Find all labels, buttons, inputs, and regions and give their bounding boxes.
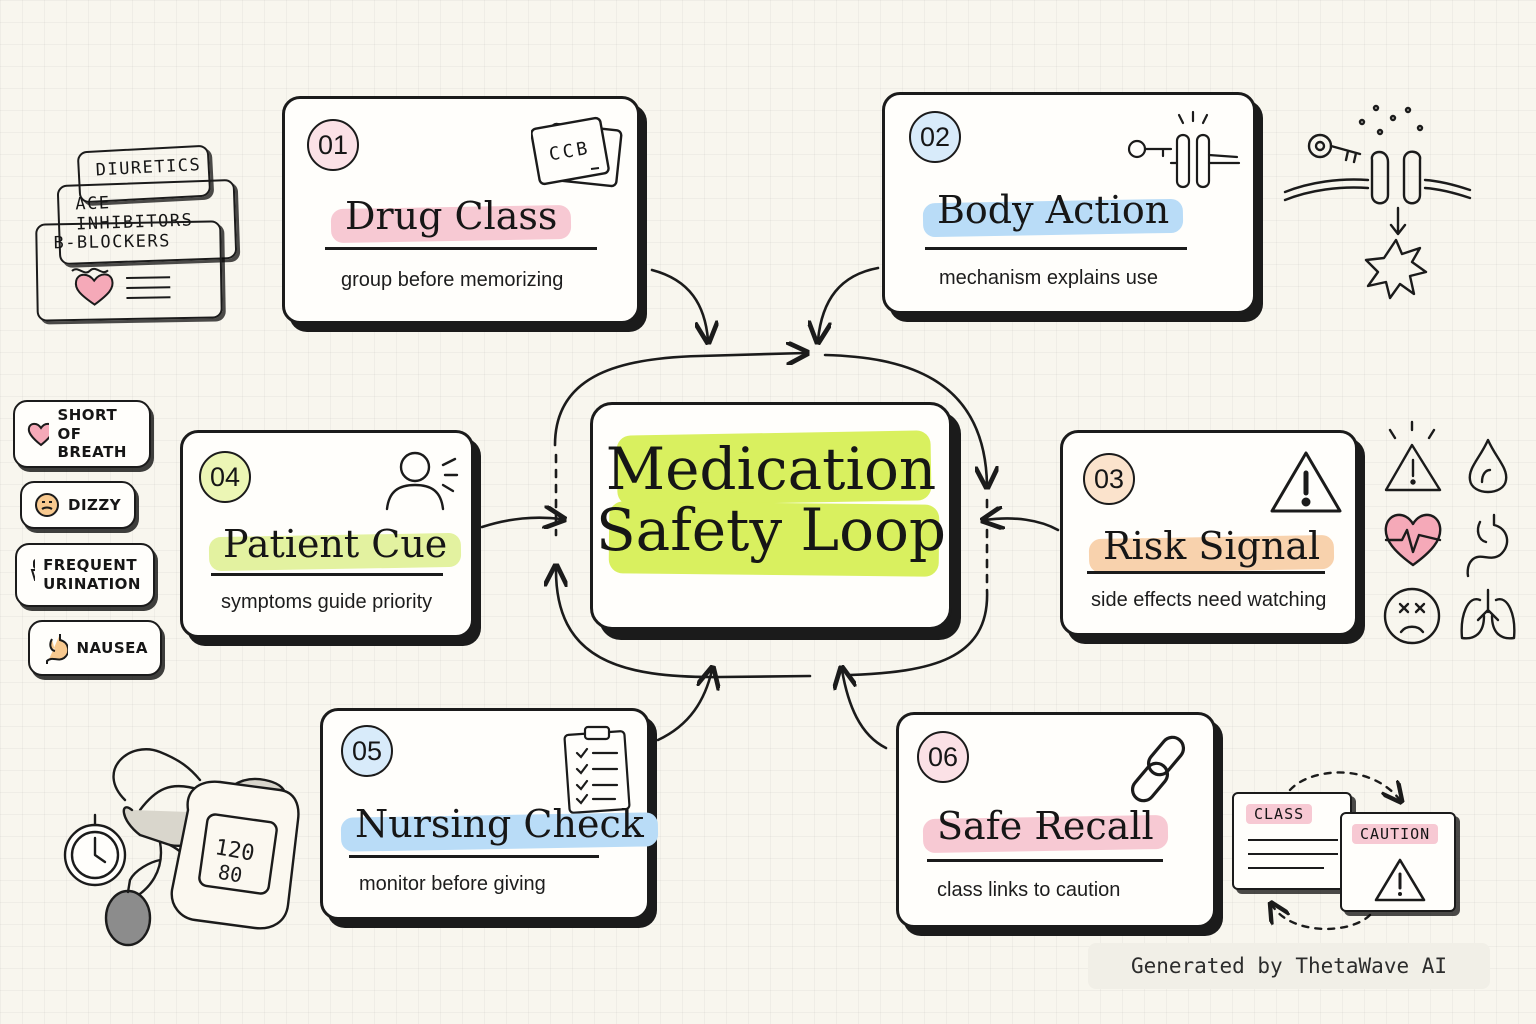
lungs-icon [1460,588,1516,640]
card-patient-cue[interactable]: 04 Patient Cue symptoms guide priority [180,430,474,638]
card-safe-recall[interactable]: 06 Safe Recall class links to caution [896,712,1216,928]
symptom-bubble-dizzy: Dizzy [20,481,136,529]
class-label: CLASS [1246,804,1313,824]
patient-icon [383,445,463,520]
card-subtitle: group before memorizing [341,269,564,291]
card-title: Nursing Check [340,805,659,852]
warning-small-icon [1384,420,1442,492]
drug-tab-label: β-Blockers [53,231,172,254]
recall-loop-arrow-top [1288,771,1400,800]
card-divider [325,247,597,250]
card-title: Body Action [922,191,1184,238]
arrow-risk-signal [985,518,1060,530]
key-icon [1307,133,1362,164]
step-number-02: 02 [909,111,961,163]
symptom-bubble-short-of-breath: Shortof breath [13,400,151,468]
symptom-label: Frequenturination [43,556,141,593]
toilet-icon [30,559,36,581]
symptom-label: Shortof breath [57,405,127,462]
recall-caution-card: CAUTION [1340,812,1456,912]
flashcards-icon: CCB [530,115,627,204]
loop-arrow-top-left [553,353,805,447]
warning-icon [1269,449,1343,520]
sick-face-icon [1383,587,1441,645]
symptom-bubble-frequent-urination: Frequenturination [15,543,155,607]
receptor-icon [1283,104,1472,236]
card-body-action[interactable]: 02 Body Action mechanism explains use [882,92,1256,314]
symptom-label: Nausea [76,638,148,657]
card-divider [925,247,1187,250]
step-number-01: 01 [307,119,359,171]
card-divider [1087,571,1325,574]
footer-credit: Generated by ThetaWave AI [1088,943,1490,989]
center-title-line1: Medication [605,435,937,503]
card-subtitle: mechanism explains use [939,267,1158,289]
arrow-drug-class [650,268,708,340]
caution-warning-icon [1374,858,1426,902]
card-subtitle: side effects need watching [1091,589,1327,611]
arrow-body-action [818,266,880,340]
dizzy-face-icon [35,493,59,517]
card-subtitle: symptoms guide priority [221,591,433,613]
center-title-card[interactable]: Medication Safety Loop [590,402,952,630]
card-risk-signal[interactable]: 03 Risk Signal side effects need watchin… [1060,430,1358,636]
heart-rate-icon [1384,513,1442,567]
heart-list-icon [71,267,171,306]
step-number-05: 05 [341,725,393,777]
chain-link-icon [1125,731,1199,812]
card-title: Drug Class [330,197,572,244]
card-divider [927,859,1163,862]
arrow-safe-recall [842,670,888,750]
bp-monitor-device [170,780,300,930]
center-title: Medication Safety Loop [593,439,949,561]
loop-arc-bottom-right [848,588,989,677]
loop-arrow-top-right [823,353,987,485]
card-subtitle: monitor before giving [359,873,546,895]
step-number-06: 06 [917,731,969,783]
card-title: Risk Signal [1088,527,1335,574]
drug-tab-label: Diuretics [95,155,202,181]
symptom-bubble-nausea: Nausea [28,620,162,676]
text-lines-icon [1248,839,1338,869]
recall-loop-arrow-bottom [1272,905,1372,931]
step-number-03: 03 [1083,453,1135,505]
card-divider [211,573,443,576]
step-number-04: 04 [199,451,251,503]
drug-tab-beta-blockers: β-Blockers [35,220,223,322]
heart-icon [27,422,50,447]
bp-reading-diastolic: 80 [216,860,244,888]
droplet-icon [1468,438,1508,494]
card-title: Patient Cue [208,525,462,572]
bulb-pump-icon [104,858,162,947]
clipboard-icon [559,723,635,820]
stomach-icon [46,634,69,664]
card-divider [349,855,599,858]
gauge-icon [63,813,127,887]
recall-class-card: CLASS [1232,792,1352,890]
card-subtitle: class links to caution [937,879,1121,901]
stomach-icon-right [1466,513,1509,578]
arrow-patient-cue [480,518,562,527]
key-receptor-icon [1121,109,1241,204]
arrow-nursing-check [656,670,712,742]
card-drug-class[interactable]: 01 CCB Drug Class group before memorizin… [282,96,640,324]
burst-icon [1364,238,1428,300]
card-nursing-check[interactable]: 05 Nursing Check monitor before giving [320,708,659,920]
center-title-line2: Safety Loop [595,495,947,564]
caution-label: CAUTION [1352,824,1439,844]
card-title: Safe Recall [922,807,1168,854]
symptom-label: Dizzy [68,495,122,514]
